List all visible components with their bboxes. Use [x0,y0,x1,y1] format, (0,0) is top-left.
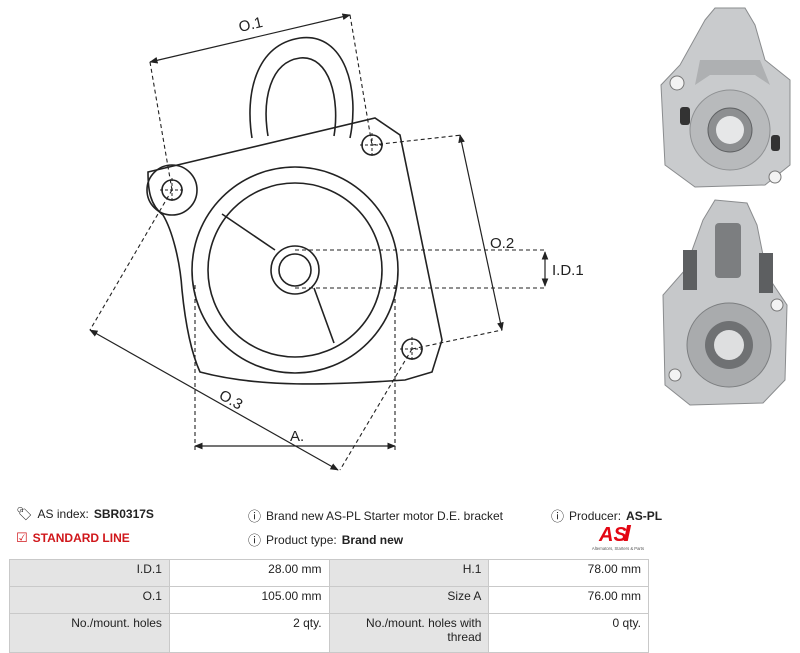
spec-label: O.1 [9,586,170,614]
product-type-label: Product type: [266,532,337,547]
dim-a-label: A. [290,428,304,445]
dim-o1-line [149,13,351,64]
bracket-rear-photo [655,195,795,410]
as-index-label: AS index: [37,507,89,521]
check-square-icon: ☑ [16,530,28,545]
technical-drawing: O.1 O.2 O.3 I.D.1 A. [89,13,584,471]
as-index: 🏷︎ AS index: SBR0317S [16,506,154,522]
specs-table: I.D.1 28.00 mm H.1 78.00 mm O.1 105.00 m… [9,559,649,653]
producer-label: Producer: [569,508,622,523]
drawing-housing-outline [147,117,443,385]
dim-o3-label: O.3 [216,387,245,414]
producer-line: ⓘ Producer: AS-PL [551,506,662,525]
tag-icon: 🏷︎ [16,506,33,521]
as-index-value: SBR0317S [93,507,154,521]
svg-text:Alternators, Starters & Parts: Alternators, Starters & Parts [592,546,644,551]
spec-label: No./mount. holes with thread [328,613,490,653]
standard-line-label: STANDARD LINE [32,531,130,545]
table-row: O.1 105.00 mm Size A 76.00 mm [9,586,649,614]
drawing-mount-ear-left [146,164,198,216]
description-text: Brand new AS-PL Starter motor D.E. brack… [266,508,504,523]
dim-o3-line [89,329,339,471]
dim-id1-label: I.D.1 [552,262,584,279]
svg-text:AS: AS [598,524,627,546]
drawing-bore [270,245,320,295]
spec-value: 105.00 mm [168,586,330,614]
dim-o1-label: O.1 [237,14,264,36]
spec-value: 2 qty. [168,613,330,653]
product-type-line: ⓘ Product type: Brand new [248,530,403,549]
spec-value: 28.00 mm [168,559,330,587]
drawing-top-lug [249,36,354,139]
producer-value: AS-PL [626,508,663,523]
bracket-front-photo [655,5,795,190]
spec-label: H.1 [328,559,490,587]
spec-label: No./mount. holes [9,613,170,653]
dim-o2-line [458,134,504,331]
spec-value: 78.00 mm [488,559,649,587]
dim-o2-label: O.2 [490,235,514,252]
info-icon: ⓘ [248,533,262,548]
standard-line: ☑ STANDARD LINE [16,530,130,546]
drawing-main-circle-outer [191,166,399,374]
spec-label: Size A [328,586,490,614]
info-icon: ⓘ [248,509,262,524]
spec-value: 0 qty. [488,613,649,653]
info-icon: ⓘ [551,509,565,524]
spec-value: 76.00 mm [488,586,649,614]
as-pl-logo: AS Alternators, Starters & Parts [592,524,644,551]
table-row: No./mount. holes 2 qty. No./mount. holes… [9,613,649,653]
product-type-value: Brand new [341,532,404,547]
table-row: I.D.1 28.00 mm H.1 78.00 mm [9,559,649,587]
spec-label: I.D.1 [9,559,170,587]
description-line: ⓘ Brand new AS-PL Starter motor D.E. bra… [248,506,503,525]
